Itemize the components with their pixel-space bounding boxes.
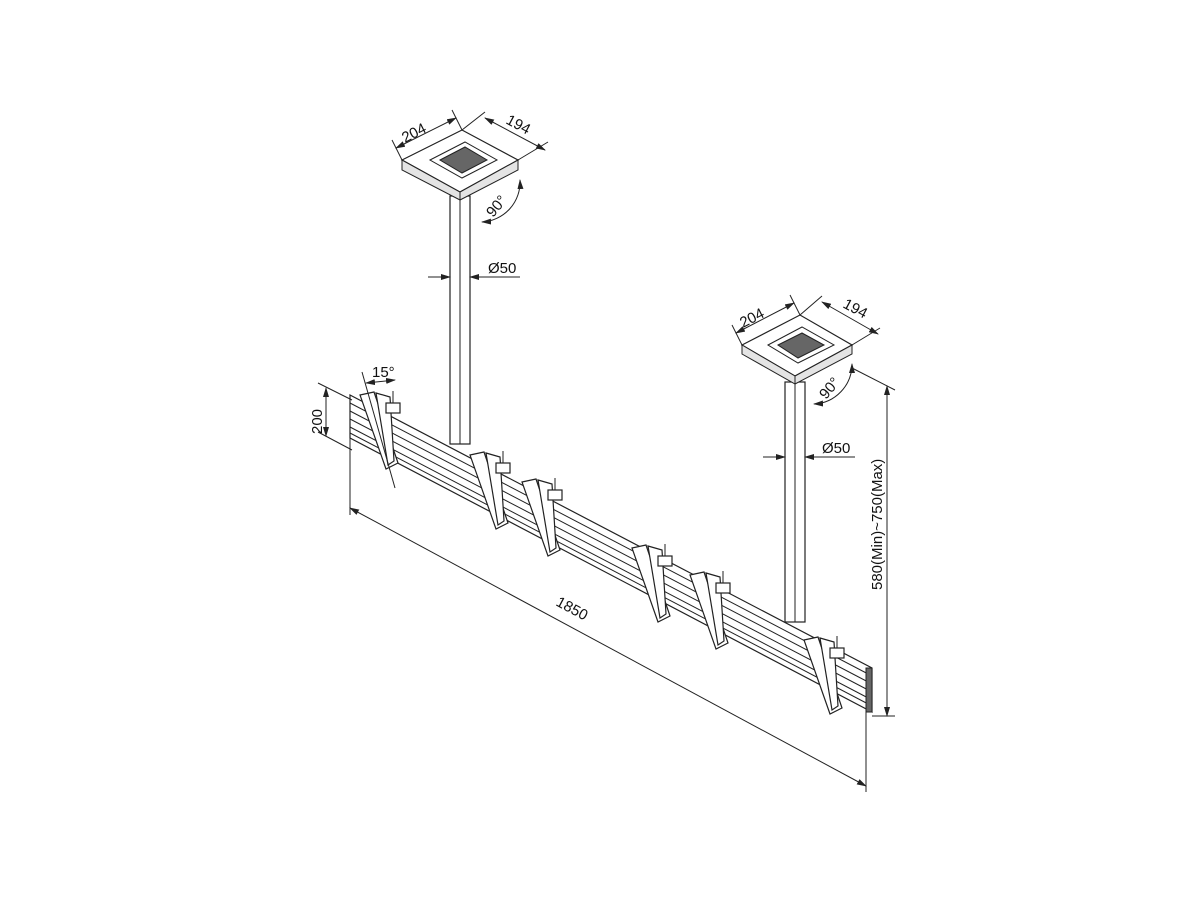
drop-range-dimension: 580(Min)~750(Max) xyxy=(851,367,896,717)
rail-length-label: 1850 xyxy=(553,594,590,625)
right-ceiling-plate xyxy=(740,314,854,385)
rail-height-dimension: 200 xyxy=(309,382,353,451)
right-plate-width-label: 204 xyxy=(737,305,767,332)
right-rotation-label: 90° xyxy=(816,374,844,402)
left-pole-diameter-label: Ø50 xyxy=(488,260,516,277)
drop-range-label: 580(Min)~750(Max) xyxy=(869,459,886,590)
right-pole xyxy=(784,381,806,623)
tilt-dimension: 15° xyxy=(361,364,396,489)
rail-height-label: 200 xyxy=(309,409,326,434)
left-pole xyxy=(449,195,471,445)
left-ceiling-plate xyxy=(400,129,520,201)
right-pole-diameter-label: Ø50 xyxy=(822,440,850,457)
tilt-angle-label: 15° xyxy=(372,364,395,381)
left-plate-depth-label: 194 xyxy=(503,112,533,139)
left-plate-width-label: 204 xyxy=(399,120,429,147)
left-rotation-label: 90° xyxy=(483,192,511,220)
right-plate-depth-label: 194 xyxy=(840,296,870,323)
